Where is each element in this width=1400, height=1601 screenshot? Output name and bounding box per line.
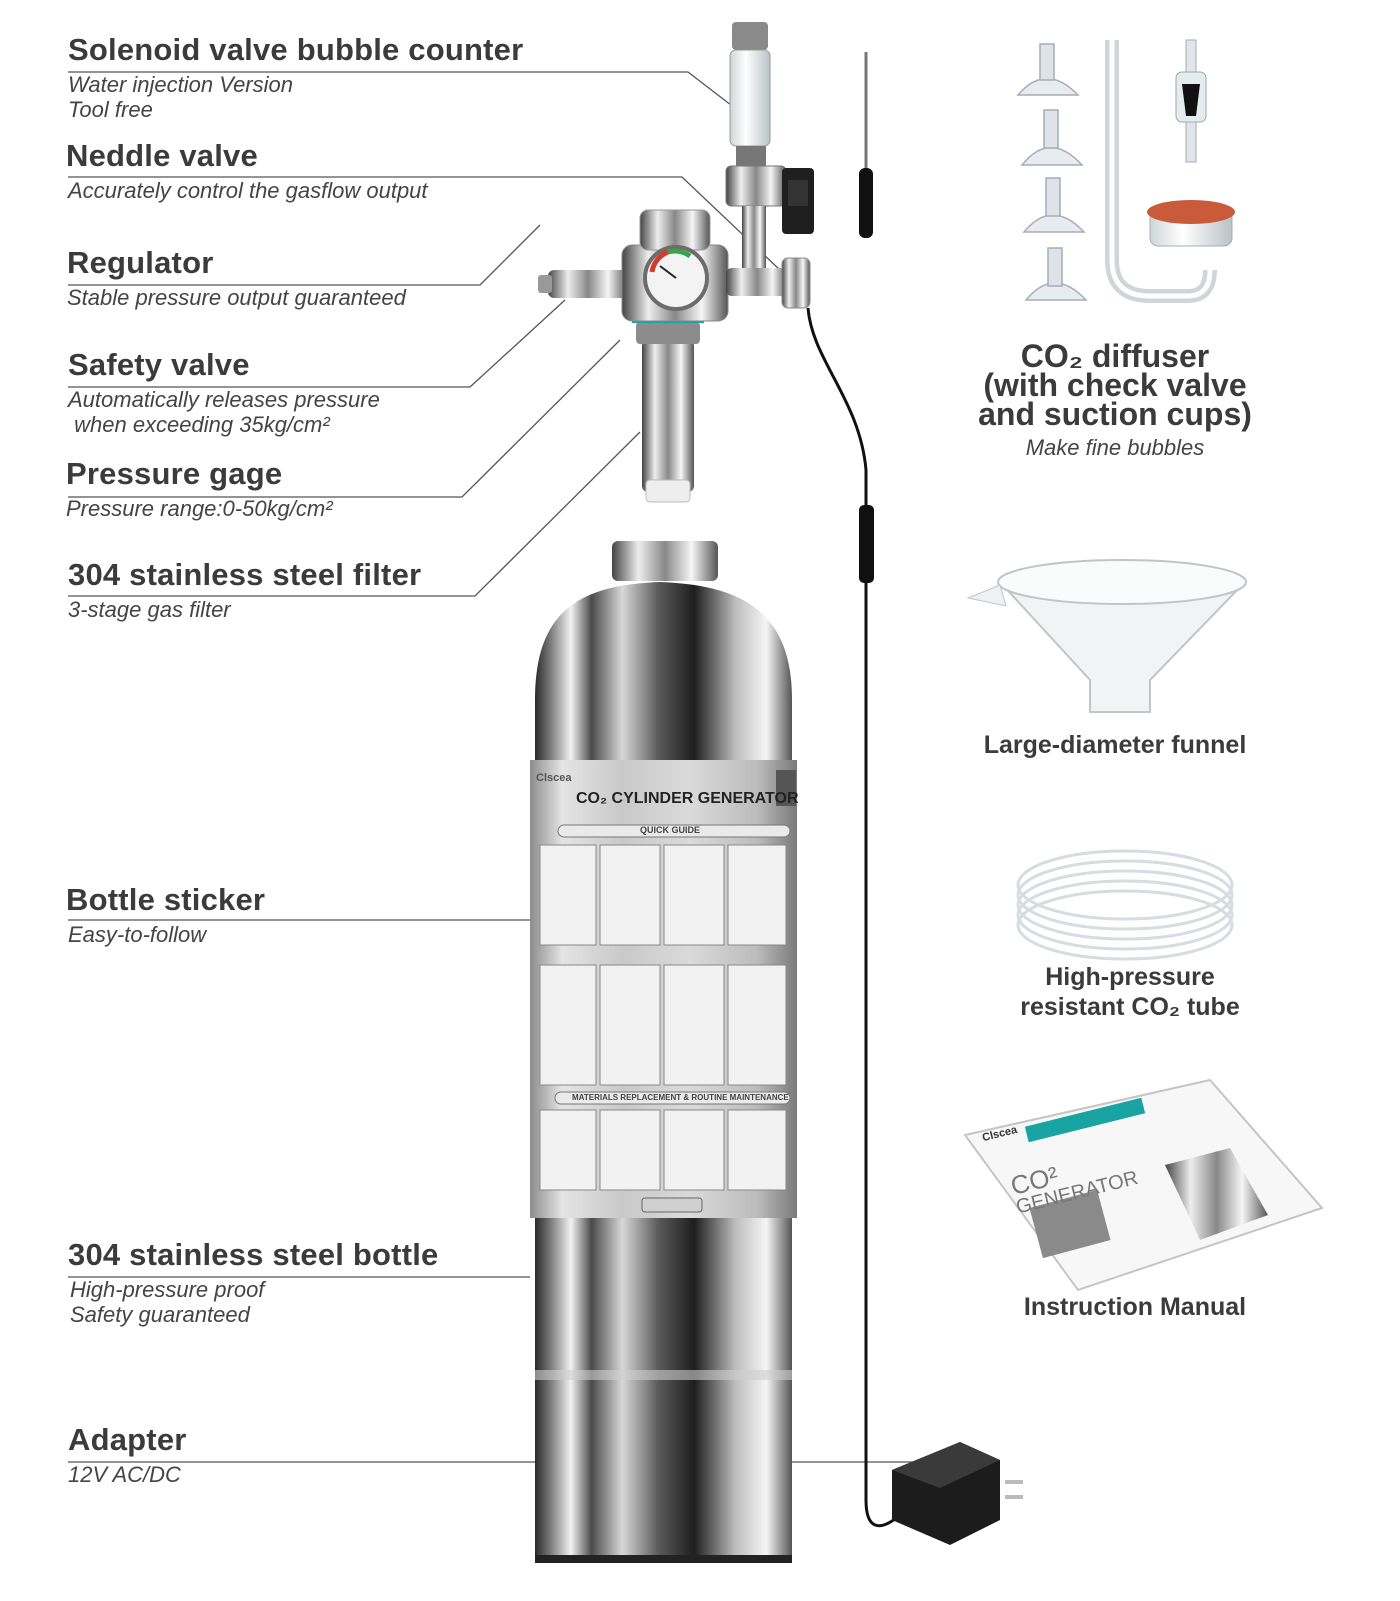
co2-tube-coil [1016,849,1234,961]
funnel-label: Large-diameter funnel [983,731,1247,759]
label-co2-tube: High-pressure resistant CO₂ tube [975,962,1285,1022]
label-subtitle: Pressure range:0-50kg/cm² [66,496,333,521]
label-needle-valve: Neddle valve Accurately control the gasf… [66,138,428,203]
label-title: Regulator [67,245,214,280]
sticker-brand: Clscea [536,772,572,784]
label-adapter: Adapter 12V AC/DC [68,1422,187,1487]
label-steel-filter: 304 stainless steel filter 3-stage gas f… [68,557,421,622]
power-cable [806,307,901,1528]
label-co2-diffuser: CO₂ diffuser (with check valve and sucti… [960,338,1270,461]
label-title: Pressure gage [66,456,283,491]
diffuser-subtitle: Make fine bubbles [1025,435,1205,460]
diffuser-title-line: and suction cups) [978,396,1252,432]
label-title: Bottle sticker [66,882,266,917]
label-pressure-gage: Pressure gage Pressure range:0-50kg/cm² [66,456,333,521]
suction-cups [1016,43,1088,301]
label-title: 304 stainless steel filter [68,557,422,592]
sticker-maintenance: MATERIALS REPLACEMENT & ROUTINE MAINTENA… [572,1093,789,1102]
label-subtitle: Safety guaranteed [70,1302,250,1327]
label-bottle-sticker: Bottle sticker Easy-to-follow [66,882,265,947]
sticker-title: CO₂ CYLINDER GENERATOR [576,790,799,807]
tube-label-line: resistant CO₂ tube [1020,993,1240,1021]
cable-connector [859,505,874,583]
label-subtitle: when exceeding 35kg/cm² [68,412,330,437]
label-safety-valve: Safety valve Automatically releases pres… [68,347,380,437]
sticker-quick-guide: QUICK GUIDE [640,825,701,835]
instruction-manual-booklet [963,1078,1324,1292]
label-solenoid-valve: Solenoid valve bubble counter Water inje… [68,32,523,122]
label-title: Neddle valve [66,138,258,173]
check-valve [1175,39,1207,163]
regulator-assembly [538,209,811,322]
co2-diffuser [1105,40,1235,303]
funnel [966,559,1247,713]
diffuser-title-line: (with check valve [983,367,1247,403]
label-title: Adapter [68,1422,187,1457]
label-title: Solenoid valve bubble counter [68,32,524,67]
label-subtitle: 12V AC/DC [68,1462,181,1487]
manual-label: Instruction Manual [1023,1293,1247,1321]
bottle-sticker-panel [530,760,797,1218]
label-subtitle: High-pressure proof [70,1277,265,1302]
solenoid-bubble-counter [725,22,814,268]
power-adapter [892,1442,1023,1545]
label-subtitle: Stable pressure output guaranteed [67,285,406,310]
leader-lines [68,71,950,1463]
label-subtitle: Water injection Version [68,72,293,97]
label-regulator: Regulator Stable pressure output guarant… [67,245,406,310]
label-subtitle: 3-stage gas filter [68,597,231,622]
screwdriver [859,52,873,238]
label-title: Safety valve [68,347,250,382]
label-funnel: Large-diameter funnel [960,730,1270,760]
label-subtitle: Tool free [68,97,153,122]
label-steel-bottle: 304 stainless steel bottle High-pressure… [68,1237,438,1327]
diffuser-title-line: CO₂ diffuser [1020,338,1210,374]
label-subtitle: Easy-to-follow [68,922,207,947]
label-title: 304 stainless steel bottle [68,1237,439,1272]
gas-filter [632,315,704,503]
label-subtitle: Automatically releases pressure [68,387,380,412]
label-instruction-manual: Instruction Manual [980,1292,1290,1322]
label-subtitle: Accurately control the gasflow output [68,178,428,203]
tube-label-line: High-pressure [1045,963,1215,991]
